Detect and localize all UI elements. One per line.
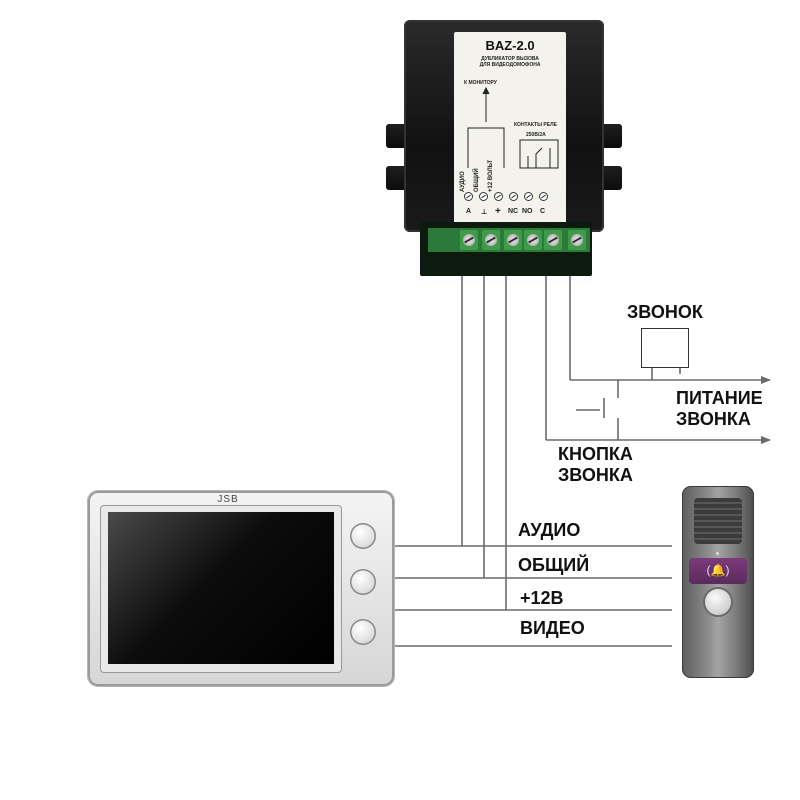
- module-model: BAZ-2.0: [485, 38, 535, 53]
- module-schematic: [467, 86, 559, 169]
- module-subtitle: ДУБЛИКАТОР ВЫЗОВА ДЛЯ ВИДЕОДОМОФОНА: [454, 56, 566, 68]
- monitor-button-1: [350, 523, 376, 549]
- bell-icon: (🔔): [706, 563, 730, 577]
- bell-power-label-line2: ЗВОНКА: [676, 408, 751, 429]
- call-panel: (🔔): [682, 486, 754, 678]
- term-common-text: ОБЩИЙ: [474, 168, 480, 192]
- relay-rating-text: 250В/2А: [526, 132, 546, 138]
- bell-label: ЗВОНОК: [627, 302, 703, 322]
- monitor-button-2: [350, 569, 376, 595]
- video-label: ВИДЕО: [520, 618, 585, 638]
- audio-label: АУДИО: [518, 520, 581, 540]
- pin-a: A: [466, 208, 472, 215]
- camera-dot: [716, 552, 719, 555]
- bell-power-label: ПИТАНИЕ ЗВОНКА: [676, 388, 763, 429]
- monitor-screen: [108, 512, 334, 664]
- module-subtitle-line1: ДУБЛИКАТОР ВЫЗОВА: [481, 56, 539, 62]
- terminal-audio: [460, 230, 478, 250]
- baz-module: BAZ-2.0 ДУБЛИКАТОР ВЫЗОВА ДЛЯ ВИДЕОДОМОФ…: [386, 20, 622, 276]
- terminal-c: [568, 230, 586, 250]
- module-pcb: X2: [420, 222, 592, 276]
- terminal-no: [544, 230, 562, 250]
- call-button: [705, 589, 731, 615]
- module-subtitle-line2: ДЛЯ ВИДЕОДОМОФОНА: [479, 62, 541, 68]
- screw-plus: [494, 192, 503, 201]
- pin-c: C: [540, 208, 546, 215]
- screw-c: [539, 192, 548, 201]
- monitor-brand: JSB: [217, 494, 239, 505]
- pin-no: NO: [522, 208, 533, 215]
- module-label-plate: BAZ-2.0 ДУБЛИКАТОР ВЫЗОВА ДЛЯ ВИДЕОДОМОФ…: [454, 32, 566, 226]
- bell-button-label-line1: КНОПКА: [558, 444, 633, 464]
- terminal-common: [482, 230, 500, 250]
- bell-button-label: КНОПКА ЗВОНКА: [558, 444, 633, 485]
- terminal-nc: [524, 230, 542, 250]
- bell-button-label-line2: ЗВОНКА: [558, 464, 633, 485]
- plus12-label: +12В: [520, 588, 564, 608]
- bell-box: [641, 328, 689, 368]
- term-plus12-text: +12 ВОЛЬТ: [488, 159, 494, 192]
- video-monitor: JSB: [88, 491, 394, 686]
- to-monitor-text: К МОНИТОРУ: [464, 80, 497, 86]
- screw-gnd: [479, 192, 488, 201]
- screw-no: [524, 192, 533, 201]
- terminal-plus12: [504, 230, 522, 250]
- screw-nc: [509, 192, 518, 201]
- pin-gnd: ⊥: [481, 209, 488, 216]
- call-panel-nameplate: (🔔): [689, 558, 747, 584]
- relay-contacts-text: КОНТАКТЫ РЕЛЕ: [514, 122, 557, 128]
- pin-nc: NC: [508, 208, 519, 215]
- monitor-button-3: [350, 619, 376, 645]
- camera-grille: [694, 498, 742, 544]
- bell-power-label-line1: ПИТАНИЕ: [676, 388, 763, 408]
- term-audio-text: АУДИО: [460, 171, 466, 192]
- common-label: ОБЩИЙ: [518, 555, 590, 575]
- terminal-block: [428, 228, 590, 252]
- screw-a: [464, 192, 473, 201]
- pin-plus: +: [495, 206, 501, 217]
